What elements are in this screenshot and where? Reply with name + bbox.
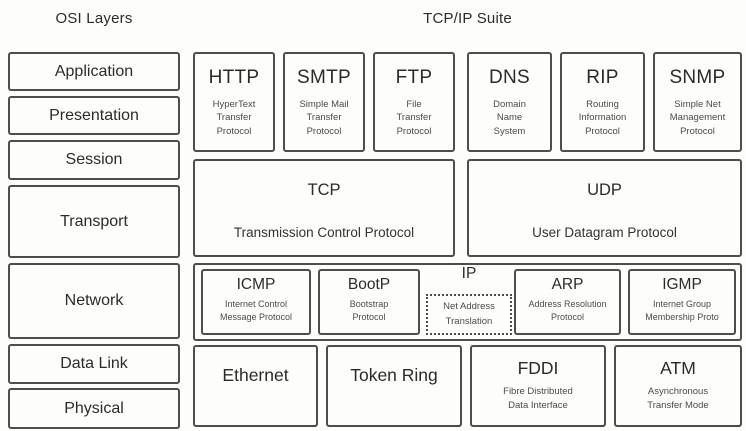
- protocol-box-http: HTTP HyperText Transfer Protocol: [193, 52, 275, 152]
- osi-layer-label: Presentation: [49, 106, 139, 124]
- protocol-fullname: Address Resolution Protocol: [528, 299, 607, 323]
- osi-layer-transport: Transport: [8, 185, 180, 258]
- protocol-fullname: Internet Control Message Protocol: [219, 299, 293, 323]
- protocol-box-icmp: ICMP Internet Control Message Protocol: [201, 269, 311, 335]
- protocol-acronym: FDDI: [517, 358, 559, 378]
- protocol-box-rip: RIP Routing Information Protocol: [560, 52, 645, 152]
- protocol-fullname: Bootstrap Protocol: [349, 299, 389, 323]
- protocol-fullname: Domain Name System: [493, 99, 526, 137]
- protocol-acronym: Token Ring: [350, 365, 438, 385]
- protocol-acronym: ARP: [551, 276, 584, 293]
- protocol-fullname: HyperText Transfer Protocol: [212, 99, 256, 137]
- protocol-acronym: SMTP: [297, 67, 351, 88]
- protocol-box-ethernet: Ethernet: [193, 345, 318, 427]
- protocol-fullname: Routing Information Protocol: [578, 99, 627, 137]
- osi-layer-network: Network: [8, 263, 180, 339]
- osi-layer-label: Physical: [64, 399, 124, 417]
- protocol-box-fddi: FDDI Fibre Distributed Data Interface: [470, 345, 606, 427]
- osi-layer-application: Application: [8, 52, 180, 91]
- protocol-box-bootp: BootP Bootstrap Protocol: [318, 269, 420, 335]
- protocol-box-token-ring: Token Ring: [326, 345, 462, 427]
- tcpip-suite-title: TCP/IP Suite: [423, 10, 512, 27]
- protocol-acronym: IGMP: [662, 276, 702, 293]
- protocol-fullname: Simple Mail Transfer Protocol: [299, 99, 349, 137]
- protocol-box-ftp: FTP File Transfer Protocol: [373, 52, 455, 152]
- protocol-fullname: Fibre Distributed Data Interface: [503, 386, 573, 412]
- protocol-acronym: ATM: [660, 358, 696, 378]
- osi-layer-label: Data Link: [60, 355, 128, 372]
- protocol-acronym: ICMP: [236, 276, 276, 293]
- protocol-acronym: Ethernet: [222, 365, 289, 385]
- protocol-acronym: SNMP: [669, 67, 726, 88]
- osi-layer-session: Session: [8, 140, 180, 180]
- osi-layer-physical: Physical: [8, 388, 180, 429]
- protocol-fullname: Simple Net Management Protocol: [669, 99, 726, 137]
- protocol-box-dns: DNS Domain Name System: [467, 52, 552, 152]
- protocol-box-smtp: SMTP Simple Mail Transfer Protocol: [283, 52, 365, 152]
- osi-layer-label: Transport: [60, 212, 128, 230]
- protocol-label-ip: IP: [461, 265, 477, 282]
- protocol-acronym: HTTP: [208, 67, 260, 88]
- ip-layer-container: ICMP Internet Control Message Protocol B…: [193, 263, 742, 341]
- protocol-box-udp: UDP User Datagram Protocol: [467, 159, 742, 257]
- osi-layer-label: Network: [64, 292, 124, 309]
- osi-layer-label: Application: [54, 62, 134, 80]
- protocol-acronym: DNS: [488, 67, 530, 88]
- protocol-box-tcp: TCP Transmission Control Protocol: [193, 159, 455, 257]
- protocol-box-atm: ATM Asynchronous Transfer Mode: [614, 345, 742, 427]
- protocol-fullname: User Datagram Protocol: [532, 225, 677, 240]
- protocol-box-igmp: IGMP Internet Group Membership Proto: [628, 269, 736, 335]
- protocol-box-snmp: SNMP Simple Net Management Protocol: [653, 52, 742, 152]
- protocol-fullname: Internet Group Membership Proto: [645, 299, 719, 323]
- nat-dashed-box: Net Address Translation: [426, 294, 512, 335]
- protocol-fullname: Transmission Control Protocol: [233, 225, 415, 240]
- protocol-acronym: UDP: [587, 181, 622, 199]
- osi-layers-title: OSI Layers: [55, 10, 133, 27]
- protocol-fullname: Asynchronous Transfer Mode: [647, 386, 709, 412]
- protocol-acronym: BootP: [347, 276, 391, 293]
- protocol-acronym: TCP: [307, 181, 341, 199]
- protocol-acronym: RIP: [586, 67, 619, 88]
- osi-layer-presentation: Presentation: [8, 96, 180, 135]
- osi-layer-data-link: Data Link: [8, 344, 180, 384]
- osi-layer-label: Session: [65, 151, 123, 168]
- protocol-box-arp: ARP Address Resolution Protocol: [514, 269, 621, 335]
- protocol-fullname: File Transfer Protocol: [396, 99, 432, 137]
- protocol-acronym: FTP: [395, 67, 433, 88]
